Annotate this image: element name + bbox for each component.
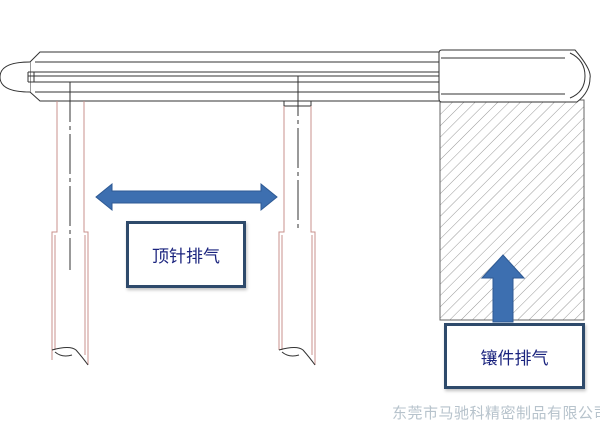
ejector-pin-right <box>278 76 316 366</box>
up-arrow-icon <box>480 254 526 323</box>
ejector-pin-venting-label: 顶针排气 <box>126 221 246 288</box>
insert-venting-text: 镶件排气 <box>480 348 549 369</box>
ejector-pin-venting-text: 顶针排气 <box>152 247 220 267</box>
core-rod <box>0 51 440 102</box>
insert-venting-label: 镶件排气 <box>444 323 585 389</box>
double-arrow-horizontal-icon <box>95 182 278 212</box>
head-block <box>438 49 591 103</box>
company-watermark: 东莞市马驰科精密制品有限公司 <box>392 404 600 422</box>
ejector-pin-left <box>51 82 89 366</box>
